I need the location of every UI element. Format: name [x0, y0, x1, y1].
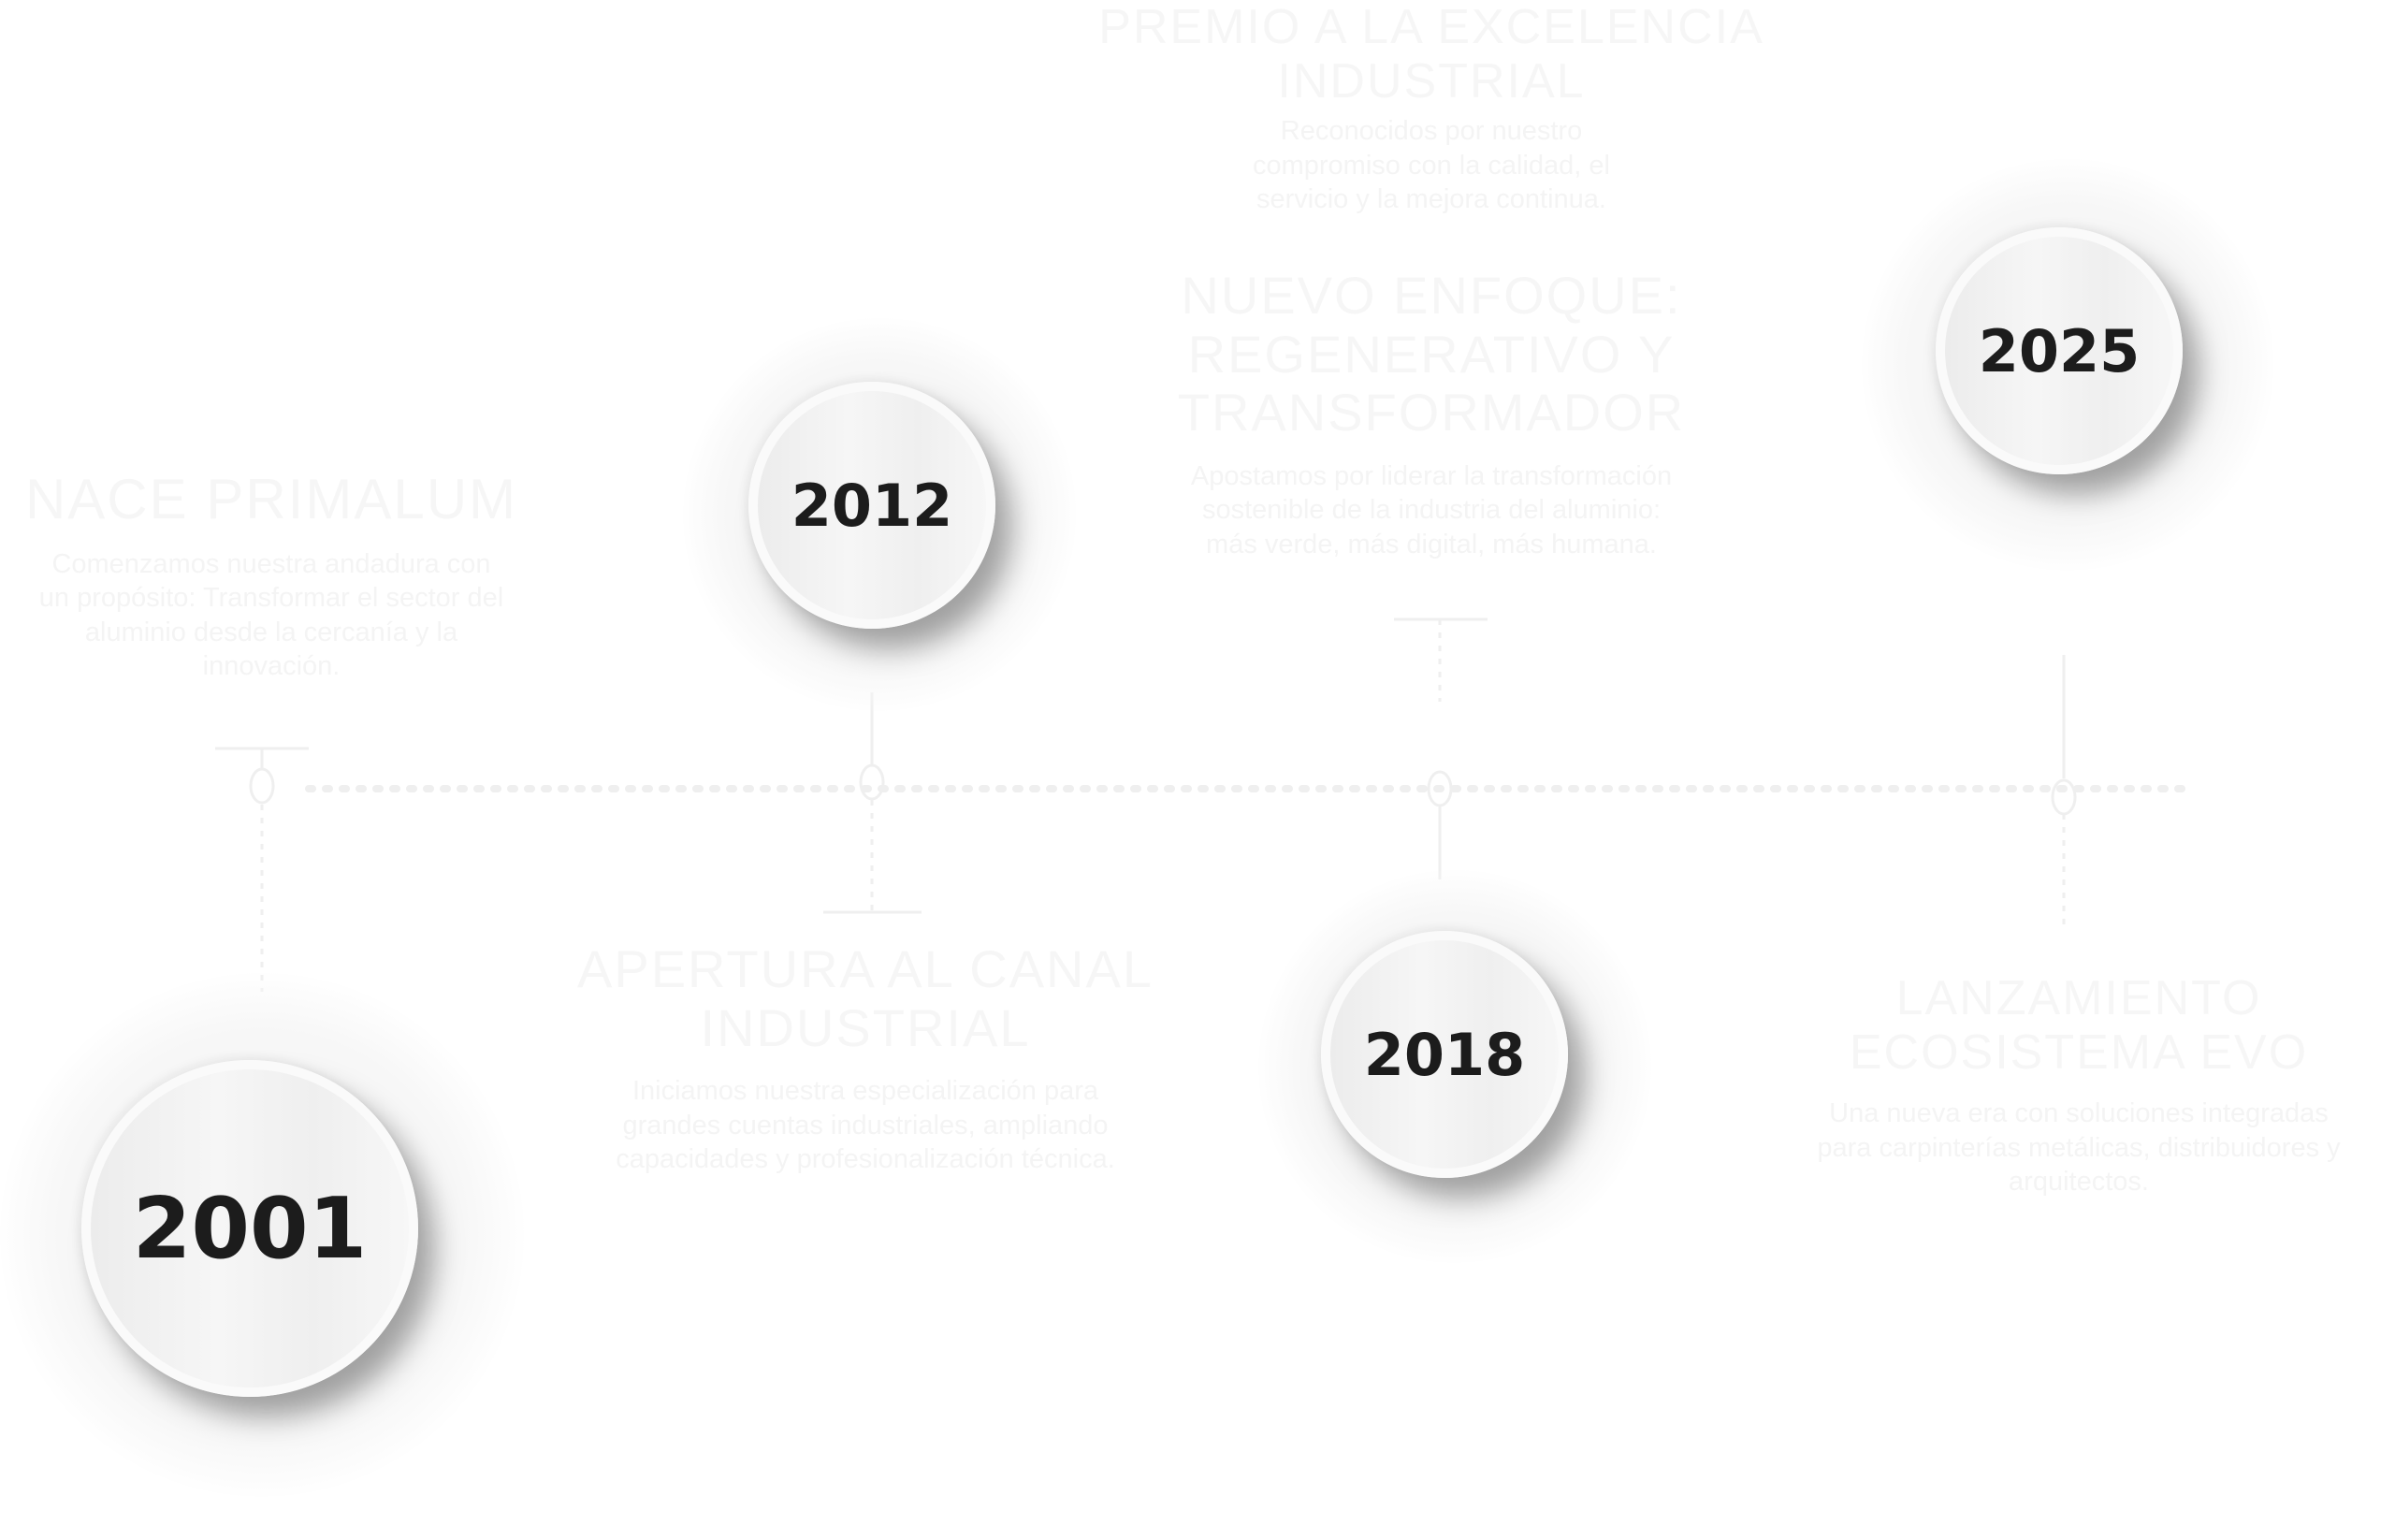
- year-label: 2012: [791, 471, 953, 540]
- milestone-desc-2012: Iniciamos nuestra especialización para g…: [616, 1076, 1115, 1174]
- milestone-block-nuevo-enfoque: NUEVO ENFOQUE: REGENERATIVO Y TRANSFORMA…: [1132, 266, 1731, 561]
- milestone-block-premio: PREMIO A LA EXCELENCIA INDUSTRIAL Recono…: [1020, 0, 1843, 216]
- timeline-node-2012: [859, 763, 885, 801]
- milestone-desc-2025: Una nueva era con soluciones integradas …: [1817, 1098, 2341, 1197]
- milestone-title-2025: LANZAMIENTO ECOSISTEMA EVO: [1849, 971, 2309, 1081]
- year-badge-2001[interactable]: 2001: [81, 1060, 418, 1397]
- milestone-desc-premio: Reconocidos por nuestro compromiso con l…: [1252, 116, 1610, 214]
- year-badge-2025[interactable]: 2025: [1936, 227, 2183, 474]
- milestone-block-2012: APERTURA AL CANAL INDUSTRIAL Iniciamos n…: [529, 939, 1202, 1176]
- milestone-title-premio: PREMIO A LA EXCELENCIA INDUSTRIAL: [1098, 0, 1764, 109]
- year-label: 2025: [1978, 316, 2141, 385]
- year-badge-2018[interactable]: 2018: [1321, 931, 1568, 1178]
- timeline-node-2018: [1427, 770, 1453, 807]
- year-label: 2018: [1363, 1020, 1526, 1089]
- milestone-title-2001: NACE PRIMALUM: [24, 468, 518, 530]
- milestone-title-nuevo-enfoque: NUEVO ENFOQUE: REGENERATIVO Y TRANSFORMA…: [1177, 266, 1686, 443]
- milestone-desc-nuevo-enfoque: Apostamos por liderar la transformación …: [1190, 461, 1673, 559]
- milestone-title-2012: APERTURA AL CANAL INDUSTRIAL: [576, 939, 1154, 1057]
- year-badge-2012[interactable]: 2012: [748, 382, 995, 629]
- milestone-block-2025: LANZAMIENTO ECOSISTEMA EVO Una nueva era…: [1807, 971, 2350, 1199]
- timeline-node-2001: [249, 767, 275, 805]
- milestone-block-2001: NACE PRIMALUM Comenzamos nuestra andadur…: [0, 468, 543, 683]
- year-label: 2001: [132, 1179, 368, 1278]
- milestone-desc-2001: Comenzamos nuestra andadura con un propó…: [38, 549, 504, 681]
